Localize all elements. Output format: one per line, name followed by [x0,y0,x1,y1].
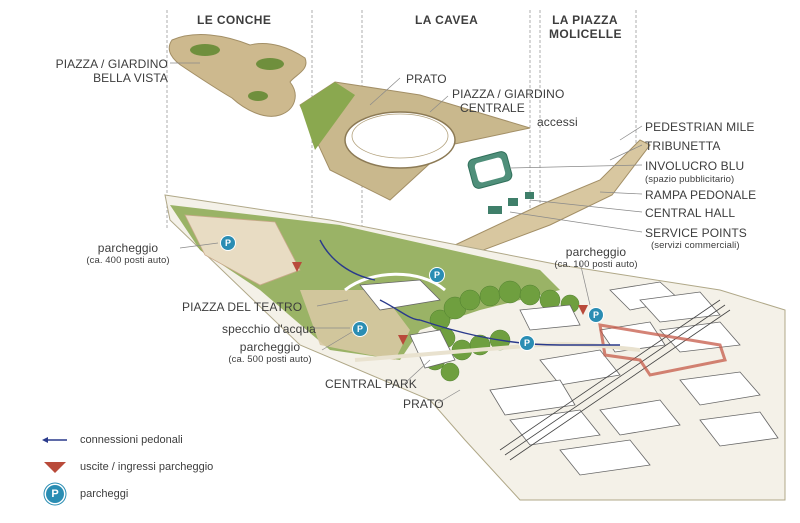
pedestrian-connection-arrows [319,239,620,346]
label-parcheggio-500: parcheggio (ca. 500 posti auto) [228,340,312,365]
label-involucro-sub: (spazio pubblicitario) [645,174,735,185]
parking-marker-central: P [430,268,444,282]
label-parcheggio-100: parcheggio (ca. 100 posti auto) [554,245,638,270]
label-service-points: SERVICE POINTS [645,226,747,240]
legend-item-pedestrian: connessioni pedonali [42,430,183,450]
label-piazza-centrale: PIAZZA / GIARDINO CENTRALE [452,87,565,115]
parking-marker-400: P [221,236,235,250]
legend-parking-exits-label: uscite / ingressi parcheggio [80,461,214,473]
label-central-hall: CENTRAL HALL [645,206,736,220]
label-specchio-acqua: specchio d'acqua [222,322,316,336]
la-cavea-plateau [299,81,531,201]
label-parcheggio-400: parcheggio (ca. 400 posti auto) [86,241,170,266]
label-rampa-pedonale: RAMPA PEDONALE [645,188,757,202]
label-pedestrian-mile: PEDESTRIAN MILE [645,120,755,134]
label-involucro-blu: INVOLUCRO BLU [645,159,745,173]
legend-item-parking: P parcheggi [42,484,128,504]
label-piazza-del-teatro: PIAZZA DEL TEATRO [182,300,303,314]
parking-exit-markers [292,262,588,345]
legend-parking-label: parcheggi [80,488,129,500]
label-accessi: accessi [537,115,578,129]
parking-marker-500: P [353,322,367,336]
legend-item-parking-exits: uscite / ingressi parcheggio [42,457,213,477]
pedestrian-arrow-icon [42,430,68,450]
label-piazza-bella-vista: PIAZZA / GIARDINO BELLA VISTA [55,57,168,85]
exit-triangle-icon [42,457,68,477]
label-tribunetta: TRIBUNETTA [645,139,721,153]
le-conche-plateau [168,34,307,117]
label-prato-bottom: PRATO [403,397,444,411]
label-central-park: CENTRAL PARK [325,377,417,391]
label-service-sub: (servizi commerciali) [651,240,740,251]
parking-marker-100: P [589,308,603,322]
header-la-cavea: LA CAVEA [415,13,479,27]
parking-marker-park: P [520,336,534,350]
parking-p-icon: P [46,485,64,503]
railway [499,299,731,461]
label-prato-top: PRATO [406,72,447,86]
pedestrian-mile-structure [453,139,651,256]
legend-pedestrian-label: connessioni pedonali [80,434,183,446]
header-le-conche: LE CONCHE [197,13,272,27]
header-la-piazza: LA PIAZZA MOLICELLE [549,13,622,41]
